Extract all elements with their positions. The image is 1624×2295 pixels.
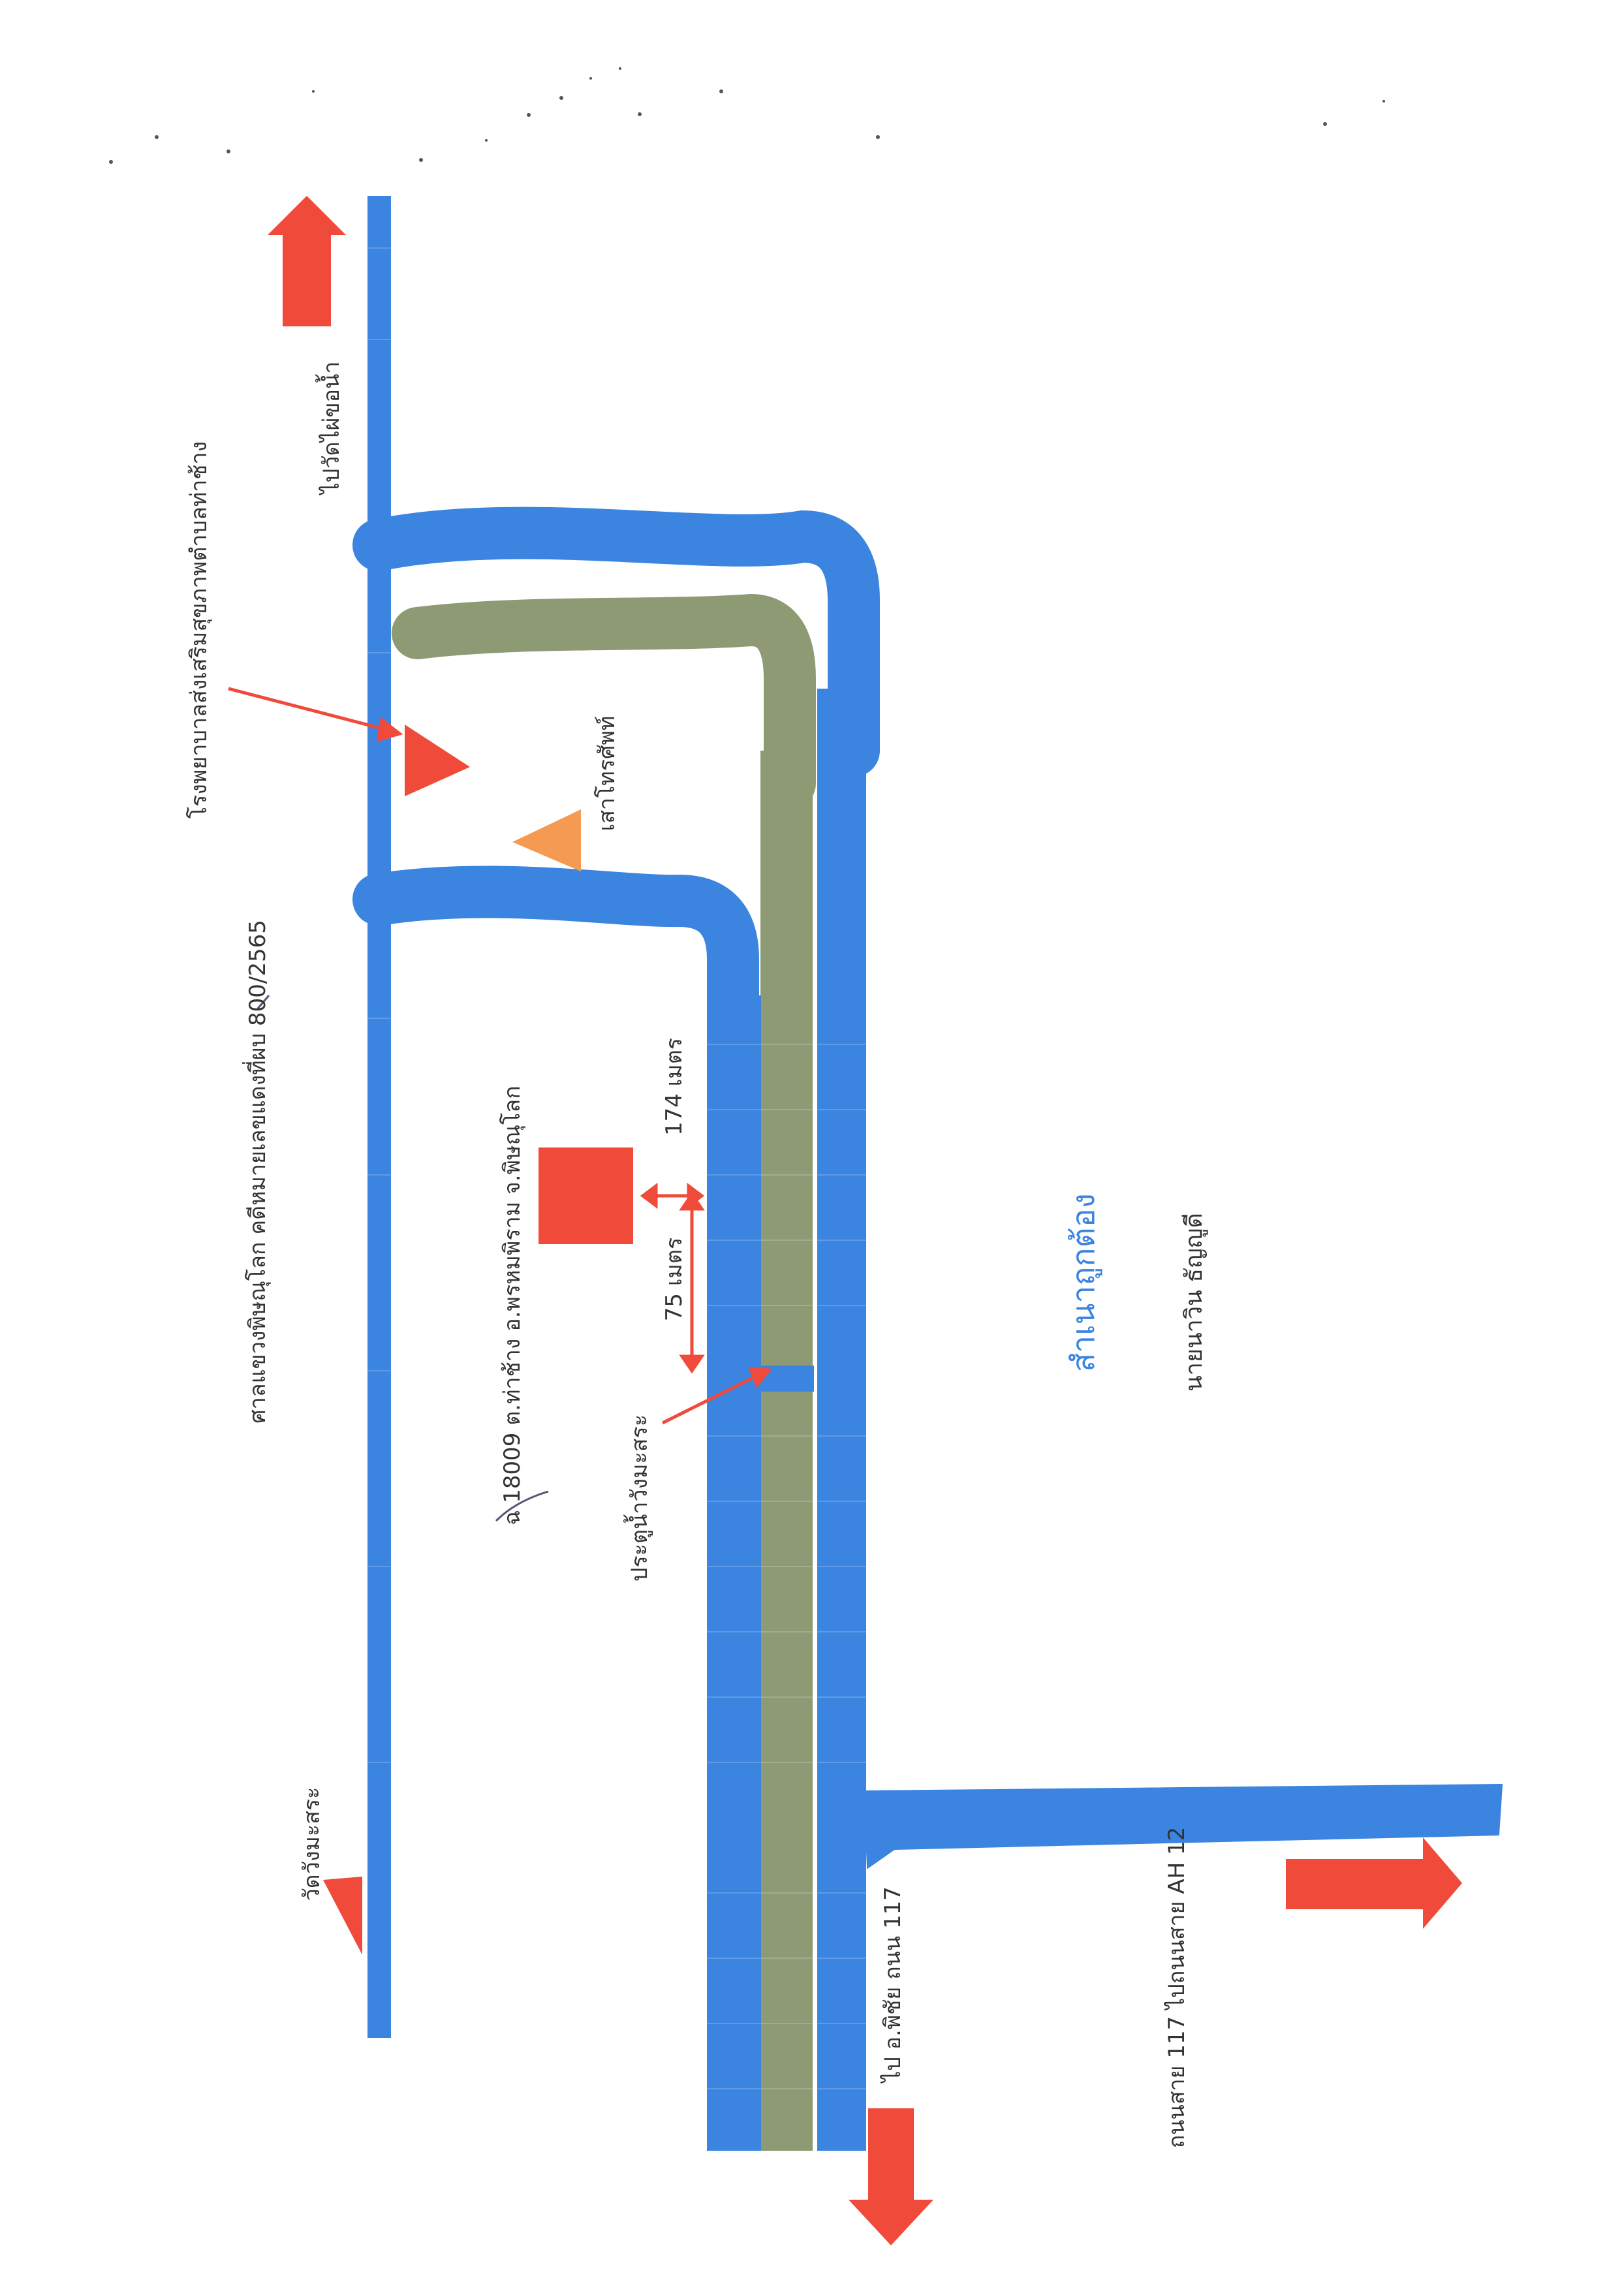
pen-mark-1 xyxy=(257,995,270,1009)
branch-road-top xyxy=(352,507,880,777)
direction-arrow-top xyxy=(268,196,346,326)
distance-75-line xyxy=(679,1191,705,1374)
junction-top xyxy=(366,531,394,559)
main-road-left xyxy=(367,196,391,2038)
label-to-wat-phai-kho-nam: ไปวัดไผ่ขอน้ำ xyxy=(319,361,345,494)
label-highway: ถนนสาย 117 ไปถนนสาย AH 12 xyxy=(1164,1826,1190,2149)
label-wat-wang-masra: วัดวังมะสระ xyxy=(299,1787,325,1901)
label-to-phichai: ไป อ.พิชัย ถนน 117 xyxy=(880,1886,906,2082)
canal xyxy=(760,751,813,2151)
direction-arrow-right xyxy=(1286,1837,1462,1929)
highway-branch xyxy=(863,1783,1503,1869)
wat-wang-masra-marker xyxy=(323,1877,362,1955)
canal-top xyxy=(392,593,816,809)
left-parallel-road xyxy=(707,995,761,2151)
direction-arrow-bottom xyxy=(849,2108,933,2245)
label-court-case: ศาลแขวงพิษณุโลก คดีหมายเลขแดงที่ผบ 800/2… xyxy=(245,920,271,1424)
right-road xyxy=(817,689,866,2151)
label-hospital: โรงพยาบาลส่งเสริมสุขภาพตำบลท่าช้าง xyxy=(186,441,212,819)
phone-pole-marker xyxy=(512,809,581,871)
label-phone-pole: เสาโทรศัพท์ xyxy=(594,715,620,832)
label-checked-title: สำเนาถูกต้อง xyxy=(1065,1193,1102,1372)
label-distance-75: 75 เมตร xyxy=(661,1237,687,1322)
hospital-marker xyxy=(405,725,470,796)
pen-mark-2 xyxy=(495,1490,549,1522)
label-distance-174: 174 เมตร xyxy=(661,1037,687,1136)
hospital-pointer xyxy=(228,687,403,742)
label-property: ฉ 18009 ต.ท่าช้าง อ.พรหมพิราม จ.พิษณุโลก xyxy=(499,1085,525,1525)
label-signer: นายนาวิน ธัญญูดี xyxy=(1181,1213,1208,1392)
road-row-lines xyxy=(367,247,866,2089)
property-marker xyxy=(539,1148,633,1244)
branch-road-bottom xyxy=(352,866,759,1044)
label-gate: ประตูน้ำวังมะสระ xyxy=(627,1414,653,1582)
scan-specks xyxy=(109,67,1385,164)
gate-pointer xyxy=(661,1367,772,1425)
junction-bottom xyxy=(366,885,394,914)
